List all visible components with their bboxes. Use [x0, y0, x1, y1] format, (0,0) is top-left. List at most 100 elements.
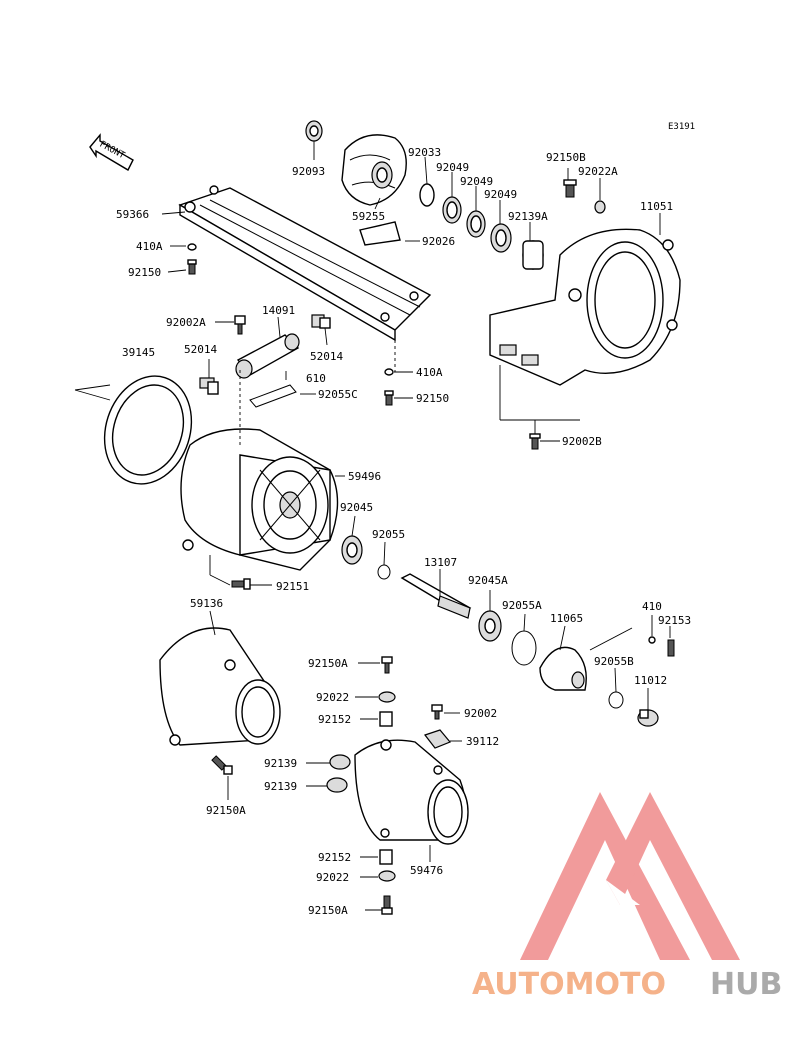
callout-92055C: 92055C [318, 388, 358, 401]
callout-92150A-top: 92150A [308, 657, 348, 670]
callout-92055: 92055 [372, 528, 405, 541]
washer-410 [648, 636, 656, 644]
callout-92151: 92151 [276, 580, 309, 593]
callout-52014-right: 52014 [310, 350, 343, 363]
callout-92049-a: 92049 [436, 161, 469, 174]
callout-92152-top: 92152 [318, 713, 351, 726]
lever-39112 [424, 729, 451, 749]
watermark-text-b: HUB [710, 967, 782, 1002]
leader-lines [74, 141, 671, 911]
callout-92022-top: 92022 [316, 691, 349, 704]
callout-92153: 92153 [658, 614, 691, 627]
gasket-92055C [249, 384, 297, 408]
callout-410A-mid: 410A [416, 366, 443, 379]
callout-92022A: 92022A [578, 165, 618, 178]
bolt-92150A-top [381, 656, 393, 674]
bolt-92150A-nozzle [211, 755, 233, 775]
callout-39145: 39145 [122, 346, 155, 359]
callout-92022-bottom: 92022 [316, 871, 349, 884]
callout-92026: 92026 [422, 235, 455, 248]
oring-92055B [608, 691, 624, 709]
callout-92150B: 92150B [546, 151, 586, 164]
fitting-52014-right [311, 314, 331, 329]
frame-bracket [178, 185, 432, 342]
callout-92150A-nozzle: 92150A [206, 804, 246, 817]
bolt-92150A-bottom [381, 895, 393, 915]
washer-410A-mid [384, 368, 394, 376]
washer-92022-top [378, 691, 396, 703]
drive-shaft [400, 573, 472, 619]
bushing-92139-bottom [326, 777, 348, 793]
callout-92152-bottom: 92152 [318, 851, 351, 864]
callout-92055A: 92055A [502, 599, 542, 612]
bolt-92002B [529, 433, 541, 450]
plug-11012 [637, 709, 659, 727]
nozzle-59136 [159, 627, 281, 746]
bolt-92150-top [187, 259, 197, 275]
shim-plate [359, 221, 401, 246]
oring-92055A [511, 630, 537, 666]
watermark-logo [520, 792, 740, 960]
callout-39112: 39112 [466, 735, 499, 748]
bushing-92139-top [329, 754, 351, 770]
callout-52014-left: 52014 [184, 343, 217, 356]
callout-92139-bottom: 92139 [264, 780, 297, 793]
callout-92033: 92033 [408, 146, 441, 159]
callout-59496: 59496 [348, 470, 381, 483]
callout-92049-c: 92049 [484, 188, 517, 201]
callout-92093: 92093 [292, 165, 325, 178]
callout-11051: 11051 [640, 200, 673, 213]
callout-92049-b: 92049 [460, 175, 493, 188]
washer-92022-bottom [378, 870, 396, 882]
bolt-92002A [234, 315, 246, 335]
collar-92152-top [379, 711, 393, 727]
pump-housing-rear [489, 228, 681, 386]
callout-410: 410 [642, 600, 662, 613]
callout-92002: 92002 [464, 707, 497, 720]
callout-59476: 59476 [410, 864, 443, 877]
callout-59255: 59255 [352, 210, 385, 223]
pump-cap-11065 [539, 646, 587, 691]
oring-92055 [377, 564, 391, 580]
bolt-92150-mid [384, 390, 394, 406]
callout-92150A-bottom: 92150A [308, 904, 348, 917]
callout-92139A: 92139A [508, 210, 548, 223]
callout-92139-top: 92139 [264, 757, 297, 770]
bearing-92045A [478, 610, 502, 642]
bolt-92153 [667, 639, 675, 657]
cap-92093 [305, 120, 323, 142]
impeller [341, 134, 407, 206]
callout-92150-top: 92150 [128, 266, 161, 279]
ring-stack [419, 183, 544, 270]
sensor-14091 [235, 333, 300, 379]
callout-92045A: 92045A [468, 574, 508, 587]
callout-610: 610 [306, 372, 326, 385]
fitting-52014-left [199, 377, 219, 395]
washer-92022A [594, 200, 606, 214]
callout-59366: 59366 [116, 208, 149, 221]
ring-39145 [103, 375, 193, 485]
collar-92152-bottom [379, 849, 393, 865]
bolt-92151 [231, 578, 251, 590]
callout-11012: 11012 [634, 674, 667, 687]
callout-92002B: 92002B [562, 435, 602, 448]
callout-410A-top: 410A [136, 240, 163, 253]
front-arrow: FRONT [89, 133, 134, 171]
callout-92150-mid: 92150 [416, 392, 449, 405]
callout-11065: 11065 [550, 612, 583, 625]
callout-92045: 92045 [340, 501, 373, 514]
callout-14091: 14091 [262, 304, 295, 317]
callout-labels: 92093 92033 92049 92049 92049 92150B 920… [116, 146, 691, 917]
callout-13107: 13107 [424, 556, 457, 569]
callout-59136: 59136 [190, 597, 223, 610]
bolt-92002 [431, 704, 443, 720]
diagram-code: E3191 [668, 122, 695, 132]
washer-410A-top [187, 243, 197, 251]
watermark-text-a: AUTOMOTO [472, 967, 666, 1002]
steering-nozzle [354, 739, 469, 845]
pump-case [180, 428, 339, 571]
bolt-92150B [563, 179, 577, 198]
callout-92055B: 92055B [594, 655, 634, 668]
callout-92002A: 92002A [166, 316, 206, 329]
